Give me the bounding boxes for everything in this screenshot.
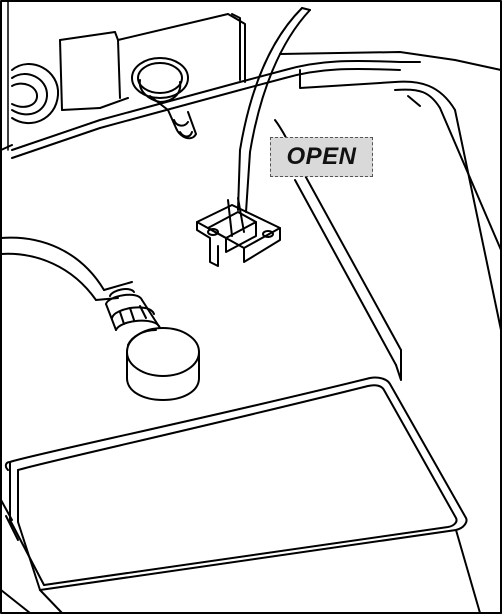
hose bbox=[0, 236, 133, 301]
lower-left-wall bbox=[0, 499, 31, 614]
open-label: OPEN bbox=[286, 143, 357, 170]
switch-clip bbox=[196, 197, 281, 267]
hose-end-cap bbox=[126, 327, 200, 401]
drain-fitting bbox=[131, 57, 197, 140]
open-callout: OPEN bbox=[270, 137, 373, 177]
float-wire bbox=[237, 7, 311, 213]
tray bbox=[4, 376, 481, 614]
rear-housing bbox=[11, 13, 456, 159]
hose-coupling bbox=[105, 288, 161, 331]
left-wall-edge bbox=[0, 144, 13, 151]
right-wall bbox=[439, 59, 502, 614]
ring-fitting bbox=[11, 63, 60, 124]
